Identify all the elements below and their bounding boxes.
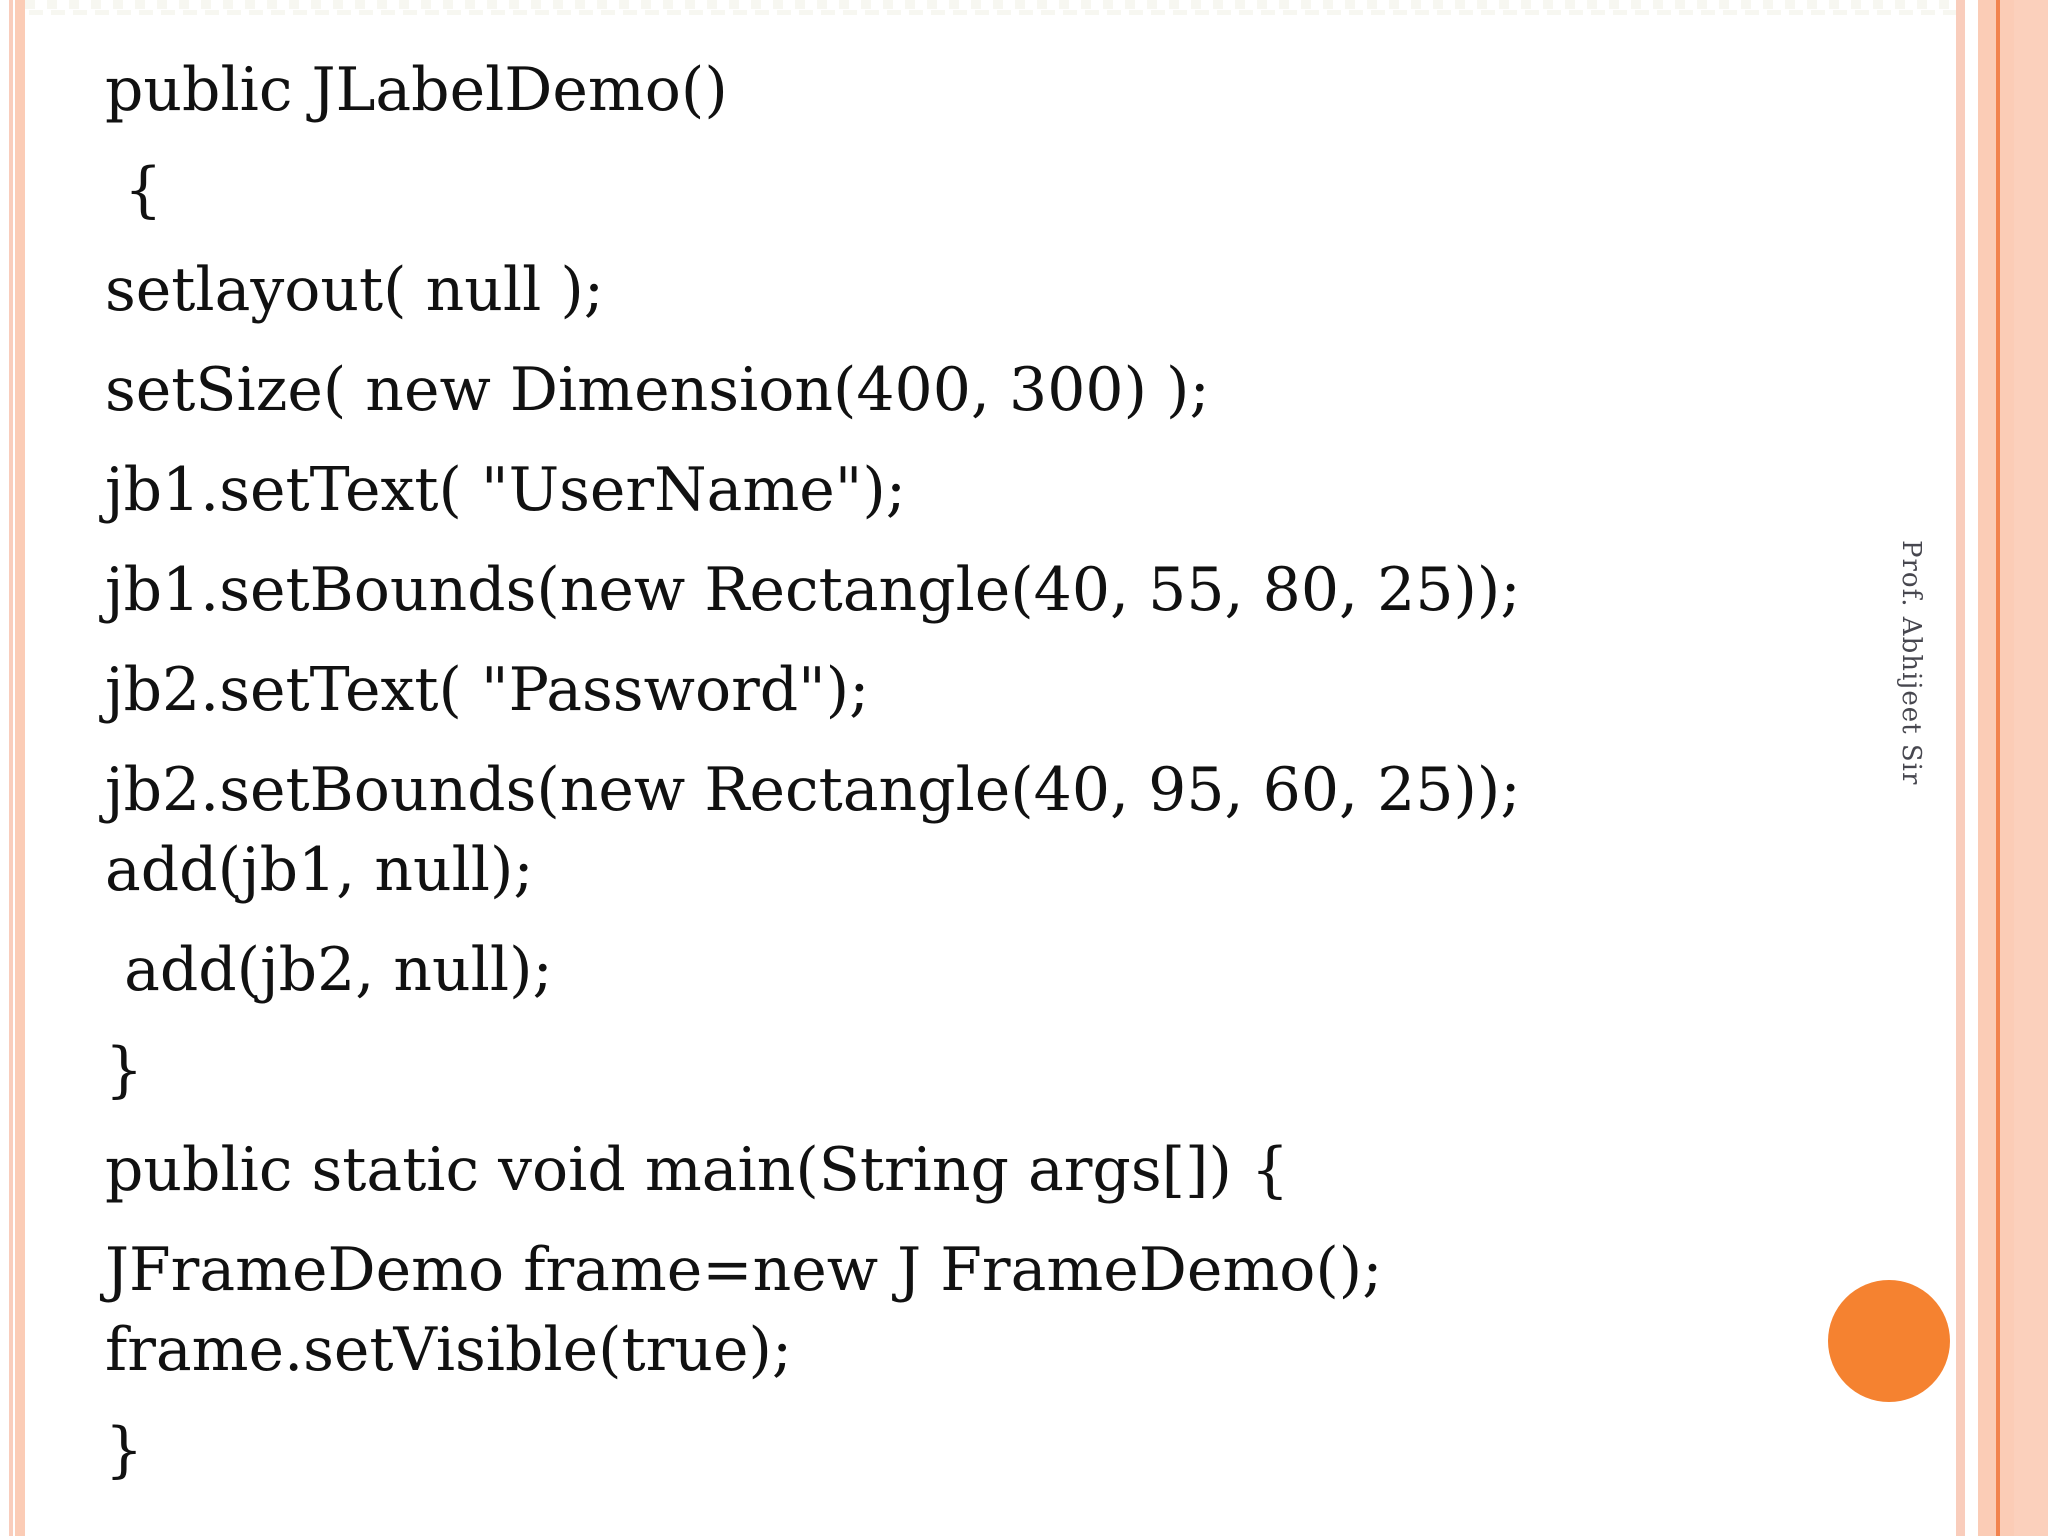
right-border-accent-line <box>1996 0 2000 1536</box>
author-credit: Prof. Abhijeet Sir <box>1896 540 1926 786</box>
code-line: public JLabelDemo() <box>105 55 728 125</box>
top-ornament-row <box>25 10 1956 15</box>
code-line: jb2.setText( "Password"); <box>105 655 870 725</box>
code-line: JFrameDemo frame=new J FrameDemo(); <box>105 1235 1383 1305</box>
top-ornament-row <box>25 0 1956 9</box>
code-line: frame.setVisible(true); <box>105 1315 793 1385</box>
left-border-thin-stripe <box>9 0 13 1536</box>
code-line: add(jb1, null); <box>105 835 534 905</box>
code-line: } <box>105 1415 144 1485</box>
orange-circle-decoration <box>1828 1280 1950 1402</box>
code-line: setlayout( null ); <box>105 255 604 325</box>
code-line: { <box>105 155 163 225</box>
code-line: } <box>105 1035 144 1105</box>
right-border-thin-stripe <box>1956 0 1965 1536</box>
code-block: public JLabelDemo() { setlayout( null );… <box>105 30 1865 1490</box>
right-border-outer-band <box>2014 0 2048 1536</box>
code-line: add(jb2, null); <box>105 935 553 1005</box>
code-line: jb1.setBounds(new Rectangle(40, 55, 80, … <box>105 555 1521 625</box>
code-line: jb1.setText( "UserName"); <box>105 455 907 525</box>
code-line: jb2.setBounds(new Rectangle(40, 95, 60, … <box>105 755 1521 825</box>
top-ornament-pattern <box>25 0 1956 16</box>
code-line: public static void main(String args[]) { <box>105 1135 1290 1205</box>
left-border-wide-stripe <box>15 0 25 1536</box>
code-line: setSize( new Dimension(400, 300) ); <box>105 355 1210 425</box>
